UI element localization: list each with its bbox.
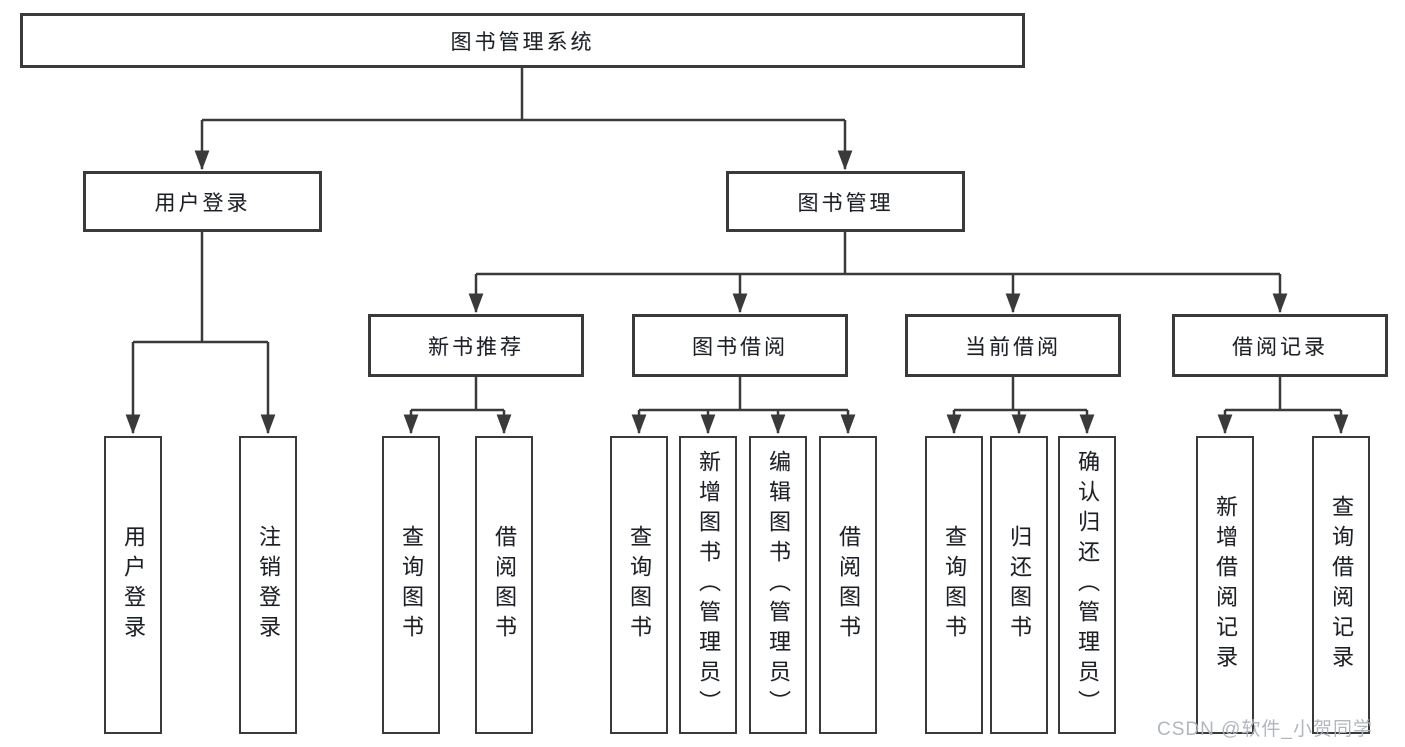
leaf-label: 归还图书 — [1007, 525, 1032, 645]
leaf-add-borrow-record: 新增借阅记录 — [1196, 436, 1254, 734]
csdn-watermark: CSDN @软件_小贺同学 — [1157, 719, 1373, 740]
node-current-borrowing: 当前借阅 — [905, 314, 1121, 377]
leaf-logout: 注销登录 — [239, 436, 297, 734]
leaf-label: 编辑图书（管理员） — [766, 450, 791, 720]
node-book-management: 图书管理 — [726, 171, 965, 232]
leaf-label: 用户登录 — [121, 525, 146, 645]
leaf-confirm-return-admin: 确认归还（管理员） — [1058, 436, 1116, 734]
leaf-return-book: 归还图书 — [990, 436, 1048, 734]
leaf-label: 查询图书 — [627, 525, 652, 645]
node-user-login: 用户登录 — [83, 171, 322, 232]
leaf-query-books-1: 查询图书 — [382, 436, 440, 734]
leaf-label: 借阅图书 — [836, 525, 861, 645]
leaf-edit-book-admin: 编辑图书（管理员） — [749, 436, 807, 734]
leaf-label: 借阅图书 — [492, 525, 517, 645]
leaf-label: 新增图书（管理员） — [696, 450, 721, 720]
leaf-query-books-2: 查询图书 — [610, 436, 668, 734]
leaf-user-login: 用户登录 — [104, 436, 162, 734]
leaf-query-books-3: 查询图书 — [925, 436, 983, 734]
node-system-root: 图书管理系统 — [20, 13, 1025, 68]
leaf-label: 确认归还（管理员） — [1075, 450, 1100, 720]
leaf-label: 查询借阅记录 — [1329, 495, 1354, 675]
node-new-book-recommend: 新书推荐 — [368, 314, 584, 377]
leaf-add-book-admin: 新增图书（管理员） — [679, 436, 737, 734]
node-borrowing-records: 借阅记录 — [1172, 314, 1388, 377]
leaf-label: 查询图书 — [942, 525, 967, 645]
leaf-label: 新增借阅记录 — [1213, 495, 1238, 675]
leaf-borrow-books-1: 借阅图书 — [475, 436, 533, 734]
node-book-borrowing: 图书借阅 — [632, 314, 848, 377]
leaf-label: 注销登录 — [256, 525, 281, 645]
leaf-borrow-books-2: 借阅图书 — [819, 436, 877, 734]
leaf-label: 查询图书 — [399, 525, 424, 645]
leaf-query-borrow-record: 查询借阅记录 — [1312, 436, 1370, 734]
